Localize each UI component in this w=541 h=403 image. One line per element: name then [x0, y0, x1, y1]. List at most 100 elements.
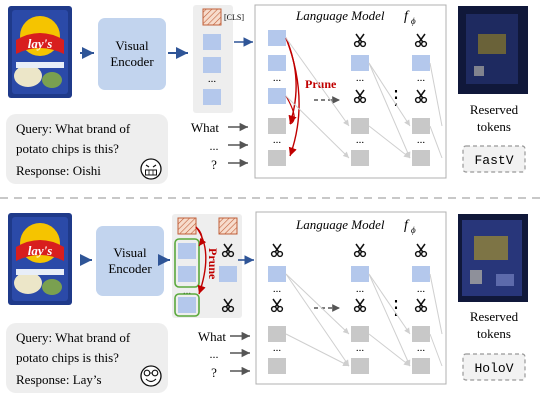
query-line2: potato chips is this? [16, 141, 119, 156]
lm-symbol: f [404, 218, 410, 233]
layer3-ellipsis: ... [417, 283, 426, 295]
layer3-token [412, 266, 430, 282]
top-section: lay's Visual Encoder [CLS] ... What ... … [6, 4, 528, 184]
layer1-text-token [268, 118, 286, 134]
layer1-ellipsis: ... [273, 283, 282, 295]
chips-bag-image [8, 213, 72, 305]
visual-token [203, 34, 221, 50]
layer2-token [351, 55, 369, 71]
layer2-text-token [351, 150, 369, 166]
text-token-question: ? [211, 157, 217, 172]
layer2-ellipsis: ... [356, 283, 365, 295]
visual-token-column-bg [172, 214, 242, 318]
text-token-what: What [191, 120, 220, 135]
text-token-ellipsis: ... [210, 139, 219, 153]
text-token-ellipsis: ... [210, 347, 219, 361]
layer2-token [351, 266, 369, 282]
method-badge [462, 145, 526, 173]
reserved-label-line2: tokens [477, 326, 511, 341]
visual-token [178, 243, 196, 259]
lm-subscript: ϕ [411, 16, 416, 26]
layer2-ellipsis: ... [356, 134, 365, 146]
query-line1: Query: What brand of [16, 330, 131, 345]
prune-attention-arrow [195, 226, 207, 247]
layer1-text-token [268, 326, 286, 342]
bottom-section: lay's Visual Encoder ... Prune What ... … [6, 211, 528, 393]
prune-attention-arrow [285, 95, 295, 125]
reserved-token-highlight [470, 270, 482, 284]
encoder-label-line1: Visual [115, 38, 149, 53]
layer2-ellipsis: ... [356, 72, 365, 84]
visual-token [178, 266, 196, 282]
response-text: Response: Oishi [16, 163, 101, 178]
cls-label: [CLS] [224, 13, 244, 22]
chips-bag-image [8, 6, 72, 98]
query-line2: potato chips is this? [16, 350, 119, 365]
vertical-ellipsis: ⋮ [386, 297, 406, 319]
layer1-text-token [268, 150, 286, 166]
layer2-text-token [351, 118, 369, 134]
layer2-text-token [351, 326, 369, 342]
layer3-text-token [412, 150, 430, 166]
attention-lines [285, 273, 443, 367]
layer1-token [268, 266, 286, 282]
token-ellipsis: ... [183, 285, 192, 297]
lm-subscript: ϕ [411, 225, 416, 235]
bag-brand-text: lay's [28, 243, 53, 258]
encoder-label-line2: Encoder [108, 261, 152, 276]
text-token-question: ? [211, 365, 217, 380]
layer3-text-token [412, 358, 430, 374]
layer3-text-token [412, 118, 430, 134]
layer1-text-token [268, 358, 286, 374]
layer1-token [268, 30, 286, 46]
reserved-label-line2: tokens [477, 119, 511, 134]
attention-lines [285, 37, 443, 159]
reserved-label-line1: Reserved [470, 309, 519, 324]
nerd-face-icon [140, 365, 162, 387]
layer3-ellipsis: ... [417, 134, 426, 146]
layer3-text-token [412, 326, 430, 342]
layer3-token [412, 55, 430, 71]
visual-encoder-box [98, 18, 166, 90]
layer2-text-token [351, 358, 369, 374]
cls-token [202, 8, 222, 26]
bag-brand-text: lay's [28, 36, 53, 51]
visual-token [178, 297, 196, 313]
reserved-label-line1: Reserved [470, 102, 519, 117]
grimacing-face-icon [140, 158, 162, 180]
layer3-ellipsis: ... [417, 342, 426, 354]
encoder-label-line1: Visual [113, 245, 147, 260]
visual-token [203, 57, 221, 73]
prune-label: Prune [305, 77, 337, 91]
lm-title: Language Model [295, 8, 385, 23]
cls-token [177, 217, 197, 235]
selected-token-group [174, 293, 200, 317]
layer1-token [268, 88, 286, 104]
method-label: HoloV [474, 361, 513, 376]
layer1-ellipsis: ... [273, 134, 282, 146]
reserved-token-highlight [496, 274, 514, 286]
vertical-ellipsis: ⋮ [386, 87, 406, 109]
method-badge [462, 353, 526, 381]
layer2-ellipsis: ... [356, 342, 365, 354]
prune-label: Prune [206, 248, 220, 280]
method-label: FastV [474, 153, 513, 168]
encoder-label-line2: Encoder [110, 54, 154, 69]
layer1-token [268, 55, 286, 71]
response-text: Response: Lay’s [16, 372, 102, 387]
layer1-ellipsis: ... [273, 342, 282, 354]
query-line1: Query: What brand of [16, 121, 131, 136]
language-model-panel [254, 4, 447, 179]
token-ellipsis: ... [208, 73, 217, 85]
visual-token [203, 89, 221, 105]
prune-attention-arrow [285, 37, 300, 157]
lm-title: Language Model [295, 217, 385, 232]
kept-visual-token [219, 266, 237, 282]
query-response-box [6, 114, 168, 184]
layer1-ellipsis: ... [273, 72, 282, 84]
prune-attention-arrow [195, 226, 207, 295]
language-model-panel [255, 211, 447, 385]
layer3-ellipsis: ... [417, 72, 426, 84]
query-response-box [6, 323, 168, 393]
